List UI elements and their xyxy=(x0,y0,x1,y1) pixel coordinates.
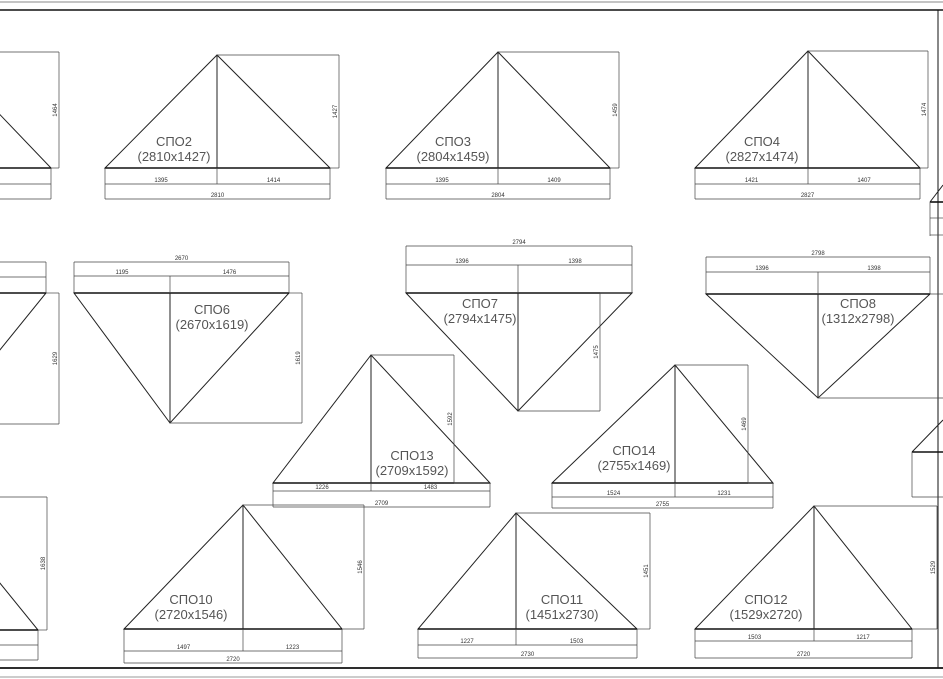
dimension-total: 2827 xyxy=(801,193,815,199)
panel-name: СПО11 xyxy=(541,592,583,607)
panel-outline xyxy=(0,582,40,631)
dimension-total: 2720 xyxy=(226,657,240,663)
dimension-height: 1469 xyxy=(742,417,748,431)
dimension-left: 1395 xyxy=(154,178,168,184)
dimension-total: 2798 xyxy=(811,251,825,257)
dimension-total: 2720 xyxy=(797,652,811,658)
panel-name: СПО3 xyxy=(435,134,471,149)
panel-partial-top-left[interactable]: 1464 xyxy=(0,51,60,200)
panel-outline xyxy=(73,292,291,424)
dimension-height: 1474 xyxy=(922,102,928,116)
dimension-height: 1629 xyxy=(53,351,59,365)
panel-size: (2755x1469) xyxy=(598,458,671,473)
panel-partial-bottom-left[interactable]: 1638 xyxy=(0,496,48,661)
panel-size: (2804x1459) xyxy=(417,149,490,164)
dimension-total: 2794 xyxy=(512,240,526,246)
panel-name: СПО6 xyxy=(194,302,230,317)
dimension-left: 1395 xyxy=(435,178,449,184)
dimension-right: 1503 xyxy=(570,639,584,645)
panel-name: СПО8 xyxy=(840,296,876,311)
dimension-height: 1592 xyxy=(448,412,454,426)
dimension-right: 1217 xyxy=(856,635,870,641)
panel-spo2[interactable]: 1395 1414 2810 СПО2(2810x1427) 1427 xyxy=(103,54,340,200)
dimension-height: 1638 xyxy=(41,556,47,570)
dimension-total: 2810 xyxy=(211,193,225,199)
panel-name: СПО2 xyxy=(156,134,192,149)
dimension-right: 1476 xyxy=(223,270,237,276)
dimension-right: 1231 xyxy=(717,491,731,497)
panel-outline xyxy=(0,292,48,351)
panel-size: (2794x1475) xyxy=(444,311,517,326)
dimension-height: 1427 xyxy=(333,104,339,118)
dimension-right: 1223 xyxy=(286,645,300,651)
dimension-left: 1497 xyxy=(177,645,191,651)
dimension-height: 1451 xyxy=(644,564,650,578)
panel-size: (1451x2730) xyxy=(526,607,599,622)
panel-size: (1529x2720) xyxy=(730,607,803,622)
dimension-height: 1619 xyxy=(296,351,302,365)
dimension-right: 1414 xyxy=(267,178,281,184)
panel-name: СПО12 xyxy=(744,592,787,607)
panel-name: СПО14 xyxy=(612,443,655,458)
dimension-height: 1546 xyxy=(358,560,364,574)
dimension-total: 2755 xyxy=(656,502,670,508)
dimension-left: 1227 xyxy=(460,639,474,645)
panel-size: (2810x1427) xyxy=(138,149,211,164)
panel-name: СПО10 xyxy=(169,592,212,607)
dimension-right: 1409 xyxy=(547,178,561,184)
dimension-right: 1483 xyxy=(424,485,438,491)
dimension-height: 1475 xyxy=(594,345,600,359)
panel-size: (2670x1619) xyxy=(176,317,249,332)
dimension-left: 1396 xyxy=(755,266,769,272)
panel-spo11[interactable]: 1227 1503 2730 СПО11(1451x2730) 1451 xyxy=(416,512,651,659)
panel-spo3[interactable]: 1395 1409 2804 СПО3(2804x1459) 1459 xyxy=(384,51,620,200)
dimension-total: 2670 xyxy=(175,256,189,262)
panel-partial-mid-left[interactable]: 1629 xyxy=(0,261,60,425)
panel-name: СПО7 xyxy=(462,296,498,311)
panel-spo10[interactable]: 1497 1223 2720 СПО10(2720x1546) 1546 xyxy=(122,504,365,664)
panel-spo12[interactable]: 1503 1217 2720 СПО12(1529x2720) 1529 xyxy=(693,505,938,659)
dimension-total: 2804 xyxy=(491,193,505,199)
dimension-height: 1459 xyxy=(613,103,619,117)
dimension-right: 1407 xyxy=(857,178,871,184)
dimension-height: 1529 xyxy=(931,560,937,574)
panel-spo14[interactable]: 1524 1231 2755 СПО14(2755x1469) 1469 xyxy=(550,364,775,509)
dimension-left: 1421 xyxy=(745,178,759,184)
dimension-height: 1464 xyxy=(53,103,59,117)
dimension-right: 1398 xyxy=(568,259,582,265)
panel-name: СПО13 xyxy=(390,448,433,463)
dimension-right: 1398 xyxy=(867,266,881,272)
panel-size: (2827x1474) xyxy=(726,149,799,164)
dimension-left: 1195 xyxy=(116,270,130,276)
dimension-left: 1503 xyxy=(748,635,762,641)
dimension-left: 1226 xyxy=(315,485,329,491)
partial-panels-right-edge xyxy=(911,184,943,498)
dimension-total: 2709 xyxy=(375,501,389,507)
panel-size: (1312x2798) xyxy=(822,311,895,326)
panel-spo13[interactable]: 1226 1483 2709 СПО13(2709x1592) 1592 xyxy=(271,354,492,508)
panel-outline xyxy=(0,113,53,169)
dimension-left: 1396 xyxy=(455,259,469,265)
dimension-total: 2730 xyxy=(521,652,535,658)
dimension-left: 1524 xyxy=(607,491,621,497)
panel-name: СПО4 xyxy=(744,134,780,149)
panel-outline xyxy=(693,505,914,630)
panel-size: (2709x1592) xyxy=(376,463,449,478)
panel-spo4[interactable]: 1421 1407 2827 СПО4(2827x1474) 1474 xyxy=(693,50,929,200)
panel-size: (2720x1546) xyxy=(155,607,228,622)
